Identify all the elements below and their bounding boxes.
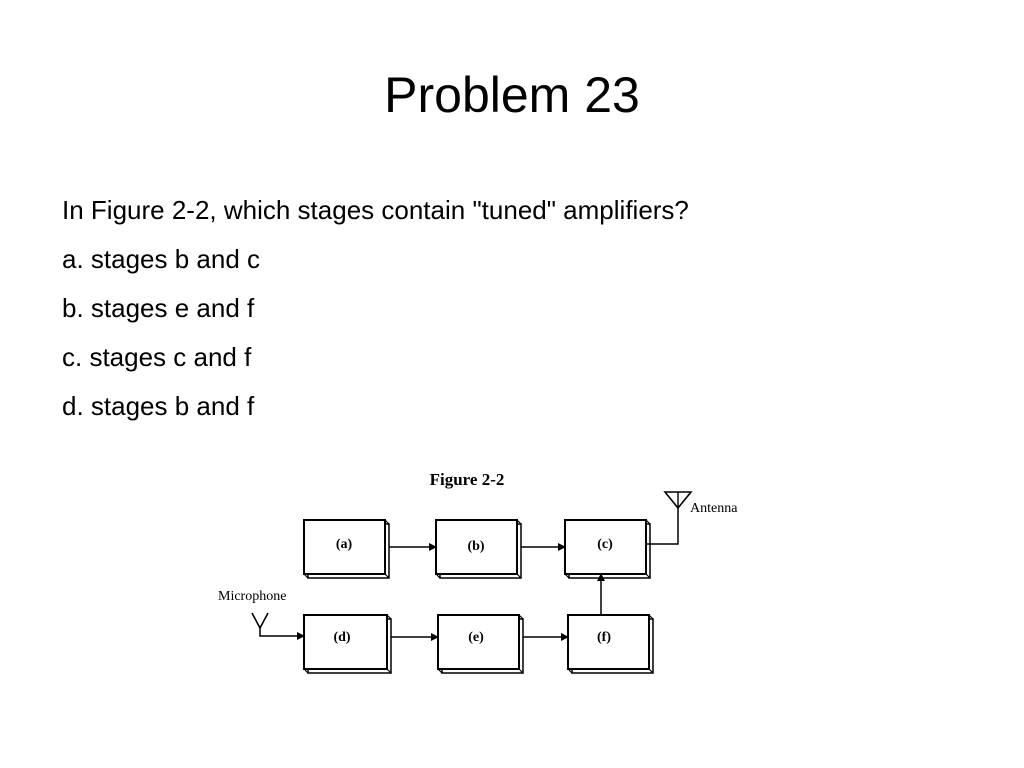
stage-d-label: (d) bbox=[333, 630, 350, 645]
microphone-icon bbox=[251, 612, 305, 640]
stage-e-box: (e) bbox=[437, 614, 524, 674]
stage-b-label: (b) bbox=[467, 539, 484, 554]
stage-a-box: (a) bbox=[303, 519, 390, 579]
figure-caption: Figure 2-2 bbox=[430, 470, 505, 489]
slide-title: Problem 23 bbox=[384, 67, 640, 123]
stage-f-label: (f) bbox=[597, 630, 611, 645]
microphone-label: Microphone bbox=[218, 589, 286, 604]
option-d: d. stages b and f bbox=[62, 391, 255, 421]
stage-b-box: (b) bbox=[435, 519, 522, 579]
stage-d-box: (d) bbox=[303, 614, 392, 674]
stage-c-label: (c) bbox=[597, 537, 613, 552]
option-b: b. stages e and f bbox=[62, 293, 255, 323]
option-c: c. stages c and f bbox=[62, 342, 252, 372]
question-block: In Figure 2-2, which stages contain "tun… bbox=[62, 186, 962, 431]
option-a: a. stages b and c bbox=[62, 244, 261, 274]
antenna-label: Antenna bbox=[690, 501, 738, 516]
question-text: In Figure 2-2, which stages contain "tun… bbox=[62, 195, 689, 225]
block-diagram-figure: Figure 2-2 (a) (b) (c) (d) (e) bbox=[218, 470, 738, 674]
stage-a-label: (a) bbox=[336, 537, 353, 552]
stage-e-label: (e) bbox=[468, 630, 484, 645]
stage-c-box: (c) bbox=[564, 519, 651, 579]
stage-f-box: (f) bbox=[567, 614, 654, 674]
antenna-icon bbox=[646, 491, 693, 545]
